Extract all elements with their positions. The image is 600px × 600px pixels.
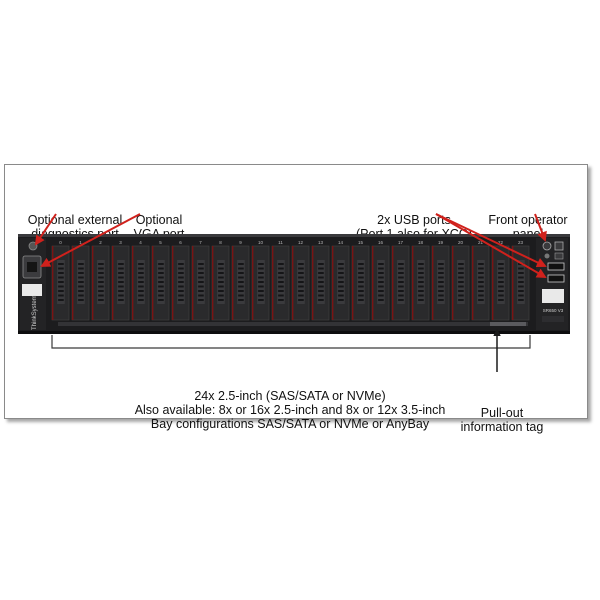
drive-bay-20[interactable]: 20 — [451, 240, 470, 321]
drive-bay-17[interactable]: 17 — [391, 240, 410, 321]
drive-bay-number: 6 — [179, 240, 182, 245]
arrow-usb-port-2 — [435, 213, 547, 279]
status-led-icon — [544, 253, 550, 259]
drive-bay-22[interactable]: 22 — [491, 240, 510, 321]
drive-bay-number: 5 — [159, 240, 162, 245]
drive-bay-number: 22 — [498, 240, 504, 245]
drive-bay-number: 4 — [139, 240, 142, 245]
arrow-front-panel — [534, 213, 547, 242]
drive-bay-0[interactable]: 0 — [51, 240, 70, 321]
right-rack-ear: SR650 V3 — [536, 238, 568, 330]
drive-bay-number: 18 — [418, 240, 424, 245]
drive-bay-number: 19 — [438, 240, 444, 245]
drive-bay-number: 15 — [358, 240, 364, 245]
left-rack-ear: ThinkSystem — [20, 238, 46, 330]
drive-bay-12[interactable]: 12 — [291, 240, 310, 321]
drive-bay-13[interactable]: 13 — [311, 240, 330, 321]
chassis-bottom-edge — [18, 331, 570, 334]
drive-bay-3[interactable]: 3 — [111, 240, 130, 321]
drive-bay-number: 0 — [59, 240, 62, 245]
right-ear-tag — [542, 289, 564, 303]
id-button-icon — [554, 241, 564, 251]
pull-out-tag-handle — [490, 322, 526, 326]
drive-bay-4[interactable]: 4 — [131, 240, 150, 321]
drive-bay-number: 11 — [278, 240, 283, 245]
usb-port-2-icon — [547, 274, 565, 283]
left-ear-tag — [22, 284, 42, 296]
drive-bay-number: 3 — [119, 240, 122, 245]
label-drive-bays: 24x 2.5-inch (SAS/SATA or NVMe)Also avai… — [134, 389, 446, 431]
drive-bay-8[interactable]: 8 — [211, 240, 230, 321]
drive-bay-11[interactable]: 11 — [271, 240, 290, 321]
drive-bay-15[interactable]: 15 — [351, 240, 370, 321]
model-label: SR650 V3 — [543, 308, 564, 313]
drive-bay-number: 14 — [338, 240, 344, 245]
pull-out-tag-strip — [58, 322, 528, 326]
drive-bay-21[interactable]: 21 — [471, 240, 490, 321]
drive-bay-14[interactable]: 14 — [331, 240, 350, 321]
drive-bay-1[interactable]: 1 — [71, 240, 90, 321]
drive-bay-18[interactable]: 18 — [411, 240, 430, 321]
drive-bay-number: 21 — [478, 240, 484, 245]
drive-bay-number: 23 — [518, 240, 524, 245]
chassis-top-edge — [18, 234, 570, 237]
drive-bay-number: 7 — [199, 240, 202, 245]
drive-bay-number: 13 — [318, 240, 324, 245]
arrow-usb-port-1 — [435, 213, 547, 268]
arrow-external-diagnostics — [34, 213, 57, 246]
drive-bay-number: 10 — [258, 240, 264, 245]
drive-bay-bracket — [51, 335, 531, 349]
drive-bay-number: 1 — [79, 240, 82, 245]
drive-bay-number: 9 — [239, 240, 242, 245]
callout-arrows — [34, 213, 547, 279]
arrow-vga-port — [40, 213, 141, 267]
drive-bay-number: 17 — [398, 240, 404, 245]
drive-bay-number: 20 — [458, 240, 464, 245]
drive-bay-19[interactable]: 19 — [431, 240, 450, 321]
drive-bay-5[interactable]: 5 — [151, 240, 170, 321]
drive-bay-16[interactable]: 16 — [371, 240, 390, 321]
usb-port-1-icon — [547, 262, 565, 271]
drive-bay-10[interactable]: 10 — [251, 240, 270, 321]
drive-bay-6[interactable]: 6 — [171, 240, 190, 321]
power-button-icon — [542, 241, 552, 251]
drive-bay-7[interactable]: 7 — [191, 240, 210, 321]
drive-bay-number: 2 — [99, 240, 102, 245]
drive-bay-number: 16 — [378, 240, 384, 245]
drive-bay-number: 12 — [298, 240, 304, 245]
drive-bay-2[interactable]: 2 — [91, 240, 110, 321]
drive-bay-number: 8 — [219, 240, 222, 245]
drive-bay-9[interactable]: 9 — [231, 240, 250, 321]
brand-label: ThinkSystem — [32, 295, 38, 330]
